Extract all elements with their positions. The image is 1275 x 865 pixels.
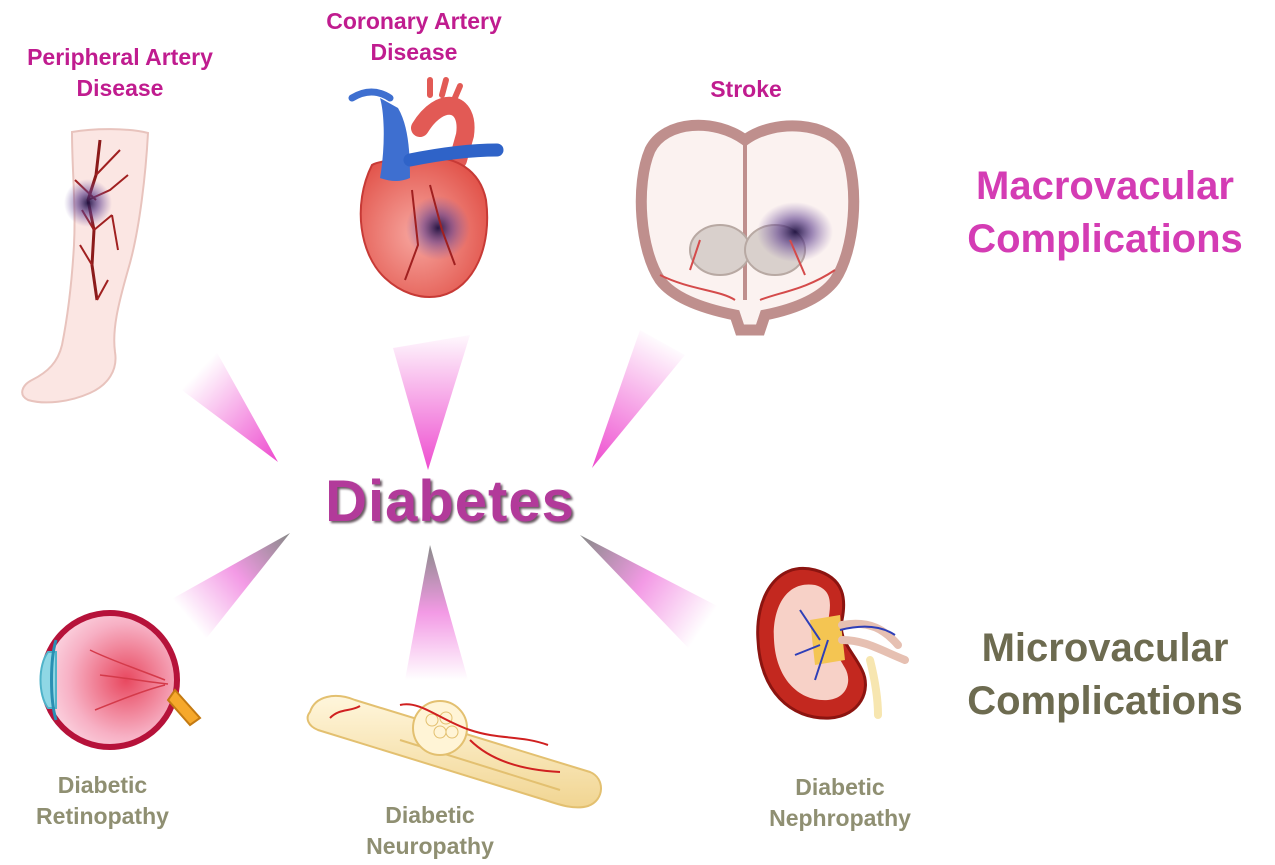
cad-label-line1: Coronary Artery: [326, 8, 502, 34]
micro-category-label: Microvacular Complications: [945, 622, 1265, 728]
stroke-label: Stroke: [686, 74, 806, 105]
nephropathy-label: Diabetic Nephropathy: [740, 772, 940, 834]
brain-icon: [641, 125, 853, 330]
micro-category-line2: Complications: [967, 679, 1243, 723]
cad-label-line2: Disease: [371, 39, 458, 65]
arrow-nephropathy: [580, 535, 725, 655]
pad-label-line2: Disease: [77, 75, 164, 101]
pad-label-line1: Peripheral Artery: [27, 44, 213, 70]
neuropathy-label-line1: Diabetic: [385, 802, 474, 828]
arrow-neuropathy: [405, 545, 468, 680]
nephropathy-label-line2: Nephropathy: [769, 805, 911, 831]
macro-category-line2: Complications: [967, 217, 1243, 261]
cad-label: Coronary Artery Disease: [294, 6, 534, 68]
nephropathy-label-line1: Diabetic: [795, 774, 884, 800]
micro-category-line1: Microvacular: [982, 626, 1229, 670]
neuropathy-label-line2: Neuropathy: [366, 833, 494, 859]
kidney-icon: [758, 568, 905, 718]
arrow-pad: [155, 340, 278, 462]
arrow-stroke: [592, 330, 685, 468]
macro-category-label: Macrovacular Complications: [945, 160, 1265, 266]
retinopathy-label: Diabetic Retinopathy: [0, 770, 205, 832]
macro-category-line1: Macrovacular: [976, 164, 1234, 208]
retinopathy-label-line2: Retinopathy: [36, 803, 169, 829]
nerve-icon: [308, 696, 601, 807]
leg-icon: [22, 129, 148, 402]
heart-icon: [352, 80, 497, 297]
center-title: Diabetes: [300, 468, 600, 535]
retinopathy-label-line1: Diabetic: [58, 772, 147, 798]
neuropathy-label: Diabetic Neuropathy: [340, 800, 520, 862]
pad-label: Peripheral Artery Disease: [0, 42, 240, 104]
arrow-cad: [393, 335, 470, 470]
arrow-retinopathy: [170, 533, 290, 640]
stroke-label-line1: Stroke: [710, 76, 782, 102]
eye-icon: [41, 613, 201, 747]
